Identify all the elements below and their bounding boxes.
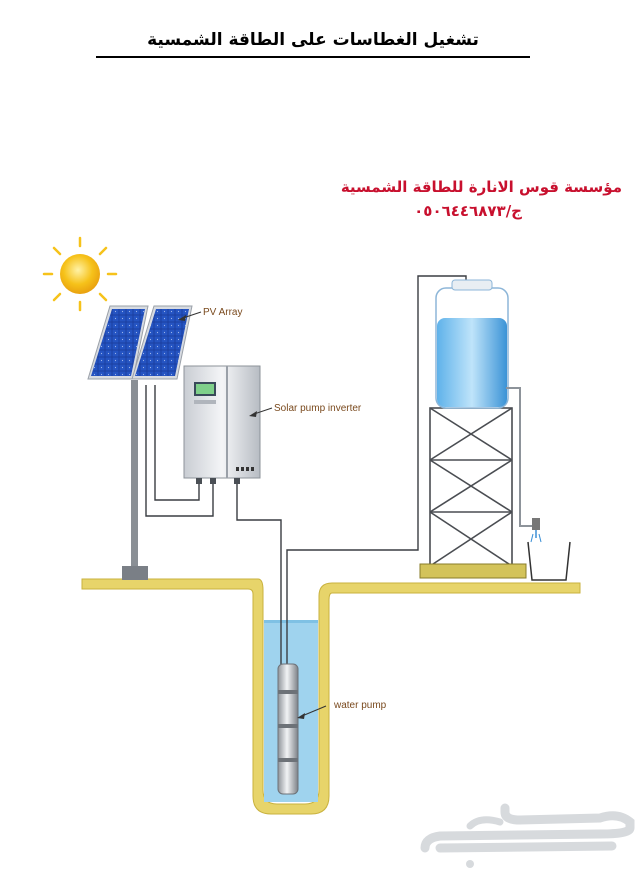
company-phone: ج/٠٥٠٦٤٤٦٨٧٣	[414, 202, 522, 220]
submersible-pump	[277, 663, 299, 795]
tank-tower	[429, 407, 513, 567]
water-pump-label: water pump	[334, 700, 387, 711]
ground-borehole	[81, 578, 581, 815]
haraj-watermark-logo	[420, 803, 635, 868]
company-name: مؤسسة قوس الانارة للطاقة الشمسية	[340, 178, 622, 196]
outlet-pipe	[506, 387, 534, 527]
tower-base	[419, 563, 527, 579]
inverter-label: Solar pump inverter	[274, 403, 362, 414]
basin	[527, 541, 571, 581]
sun-icon	[42, 236, 118, 312]
solar-pump-inverter-box	[183, 365, 261, 484]
power-cables	[145, 275, 467, 666]
water-tank	[435, 279, 509, 409]
page-title: تشغيل الغطاسات على الطاقة الشمسية	[96, 30, 530, 58]
tap-icon	[530, 518, 542, 543]
pv-pole-base	[122, 566, 148, 580]
pv-pole	[131, 380, 138, 570]
pv-array-panels	[87, 305, 193, 380]
pv-array-label: PV Array	[203, 307, 243, 318]
